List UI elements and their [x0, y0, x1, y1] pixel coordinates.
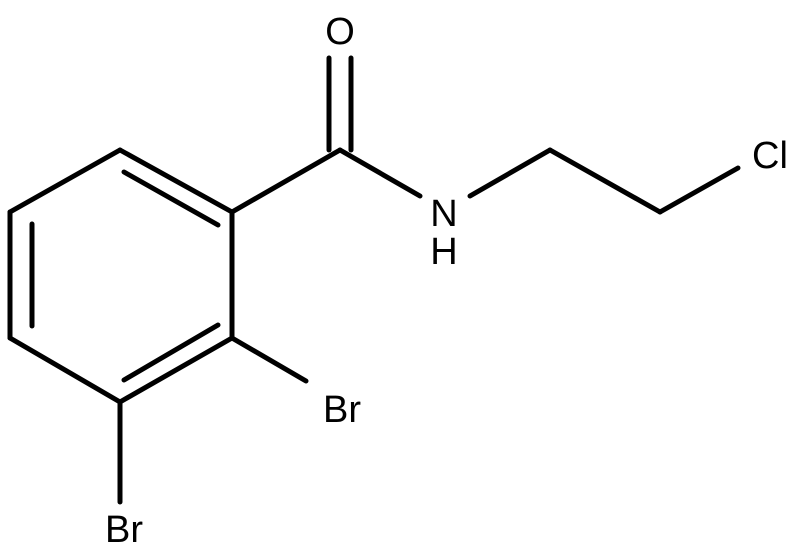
bond-ch2-to-ch2 [547, 147, 663, 215]
ring-bond-c5-c6 [7, 147, 123, 215]
ring-bond-c6-c1 [117, 147, 235, 215]
bromine-label-2: Br [323, 389, 361, 431]
bond-n-to-ch2 [467, 147, 553, 199]
bromine-label-3: Br [105, 509, 143, 551]
nitrogen-label: N [430, 193, 457, 235]
bond-c2-to-br [229, 335, 309, 384]
ring-bond-c6-c1-inner [121, 169, 221, 228]
ring-bond-c3-c4 [7, 335, 123, 405]
oxygen-label: O [325, 11, 355, 53]
bond-ring-to-carbonyl [229, 147, 343, 215]
bond-ch2-to-cl [657, 165, 741, 215]
ring-bond-c2-c3 [117, 335, 235, 405]
ring-bond-c2-c3-inner [121, 322, 221, 383]
chlorine-label: Cl [752, 135, 788, 177]
hydrogen-label: H [430, 231, 457, 273]
bond-carbonyl-to-n [337, 147, 423, 199]
